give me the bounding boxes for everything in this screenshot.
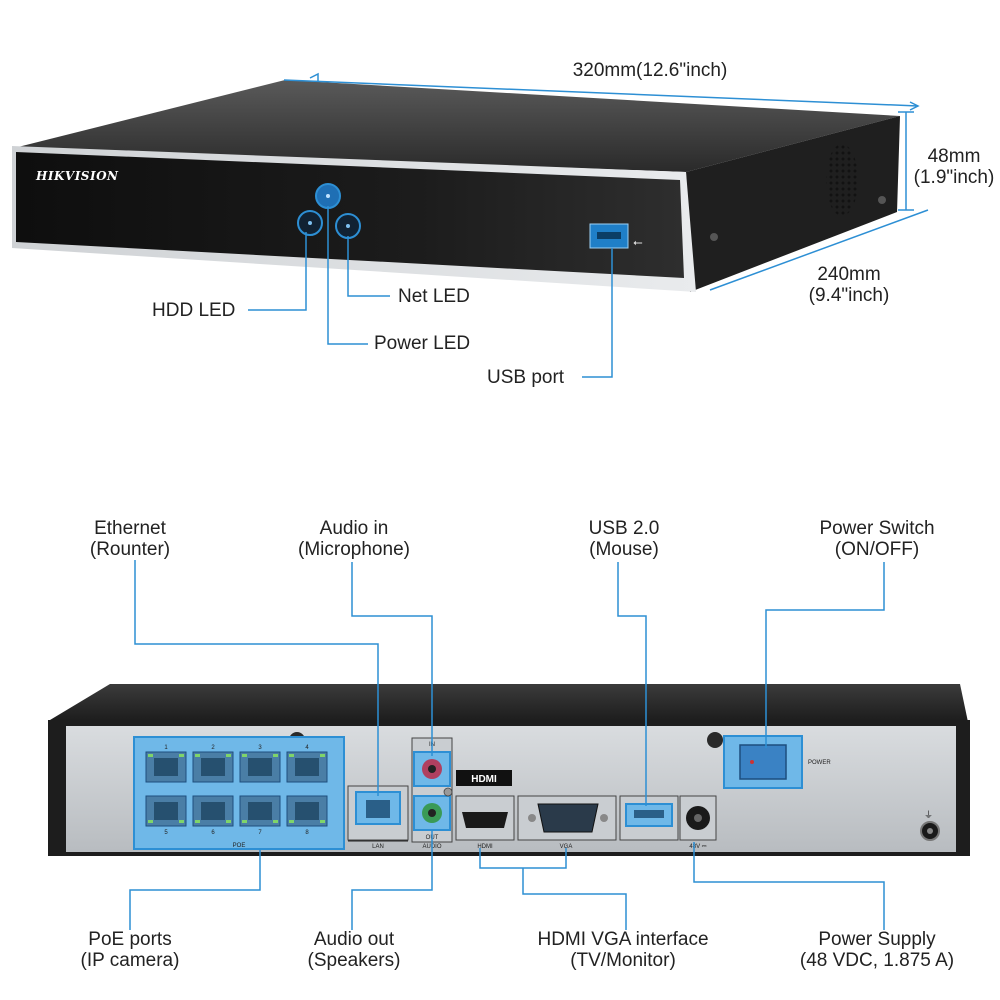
poe-ports-title: PoE ports <box>88 929 172 950</box>
audio-out-subtitle: (Speakers) <box>307 950 401 971</box>
poe-ports-subtitle: (IP camera) <box>80 950 180 971</box>
vga-port-icon <box>537 803 599 833</box>
hdmi-vga-subtitle: (TV/Monitor) <box>570 950 676 971</box>
power-supply-title: Power Supply <box>818 929 936 950</box>
depth-mm: 240mm <box>817 264 881 285</box>
hdmi-vga-title: HDMI VGA interface <box>537 929 709 950</box>
vga-panel-label: VGA <box>560 844 573 850</box>
power-led-label: Power LED <box>374 333 471 354</box>
poe-port-1: 1 <box>145 745 187 783</box>
poe-port-number: 8 <box>305 830 309 836</box>
hdmi-logo-badge <box>456 770 512 786</box>
depth-dimension-label: 240mm (9.4"inch) <box>809 264 890 306</box>
usb-symbol-icon: ⭠ <box>633 235 643 249</box>
usb-title: USB 2.0 <box>588 518 660 539</box>
hdmi-panel-label: HDMI <box>477 844 493 850</box>
height-mm: 48mm <box>927 146 981 167</box>
poe-ports: 1 2 3 4 5 6 7 8 <box>145 745 328 836</box>
power-switch-icon <box>739 744 787 780</box>
power-switch-title: Power Switch <box>819 518 935 539</box>
dc-panel-label: 48V ⎓ <box>689 844 706 850</box>
audio-in-subtitle: (Microphone) <box>298 539 410 560</box>
usb-port-label: USB port <box>487 367 565 388</box>
poe-port-number: 6 <box>211 830 215 836</box>
poe-port-number: 1 <box>164 745 168 751</box>
poe-port-number: 7 <box>258 830 262 836</box>
poe-port-number: 2 <box>211 745 215 751</box>
audio-out-title: Audio out <box>313 929 395 950</box>
hdmi-logo-text: HDMI <box>471 774 497 785</box>
net-led-label: Net LED <box>398 286 470 307</box>
ethernet-title: Ethernet <box>94 518 166 539</box>
poe-port-number: 4 <box>305 745 309 751</box>
ethernet-callout: Ethernet (Rounter) <box>90 518 170 560</box>
poe-port-2: 2 <box>192 745 234 783</box>
hdmi-vga-callout: HDMI VGA interface (TV/Monitor) <box>537 929 708 971</box>
poe-port-7: 7 <box>239 795 281 836</box>
audio-out-callout: Audio out (Speakers) <box>308 929 401 971</box>
height-inch: (1.9"inch) <box>913 167 995 188</box>
audio-in-title: Audio in <box>319 518 389 539</box>
ethernet-subtitle: (Rounter) <box>89 539 171 560</box>
brand-logo: HIKVISION <box>35 169 119 183</box>
usb-subtitle: (Mouse) <box>589 539 659 560</box>
power-switch-callout: Power Switch (ON/OFF) <box>819 518 934 560</box>
width-dimension-label: 320mm(12.6"inch) <box>572 60 728 81</box>
poe-port-number: 5 <box>164 830 168 836</box>
svg-text:⏚: ⏚ <box>924 810 933 820</box>
poe-port-8: 8 <box>286 795 328 836</box>
poe-port-4: 4 <box>286 745 328 783</box>
poe-port-6: 6 <box>192 795 234 836</box>
hdd-led-label: HDD LED <box>152 300 236 321</box>
poe-port-number: 3 <box>258 745 262 751</box>
led-cluster <box>297 183 361 239</box>
front-top-surface <box>14 80 900 172</box>
depth-inch: (9.4"inch) <box>808 285 890 306</box>
audio-in-callout: Audio in (Microphone) <box>298 518 410 560</box>
power-supply-subtitle: (48 VDC, 1.875 A) <box>799 950 955 971</box>
poe-ports-callout: PoE ports (IP camera) <box>81 929 180 971</box>
side-vent <box>826 144 858 216</box>
power-supply-callout: Power Supply (48 VDC, 1.875 A) <box>800 929 954 971</box>
front-device: HIKVISION ⭠ <box>12 80 900 292</box>
poe-port-5: 5 <box>145 795 187 836</box>
rear-leaders <box>129 560 885 930</box>
height-dimension-label: 48mm (1.9"inch) <box>914 146 995 188</box>
dimension-lines <box>283 72 929 291</box>
lan-panel-label: LAN <box>372 844 384 850</box>
power-panel-label: POWER <box>808 760 831 766</box>
usb-callout: USB 2.0 (Mouse) <box>589 518 660 560</box>
rear-top-surface <box>50 684 968 722</box>
front-leaders <box>248 206 613 378</box>
poe-panel-label: POE <box>233 843 246 849</box>
power-switch-subtitle: (ON/OFF) <box>834 539 920 560</box>
poe-port-3: 3 <box>239 745 281 783</box>
